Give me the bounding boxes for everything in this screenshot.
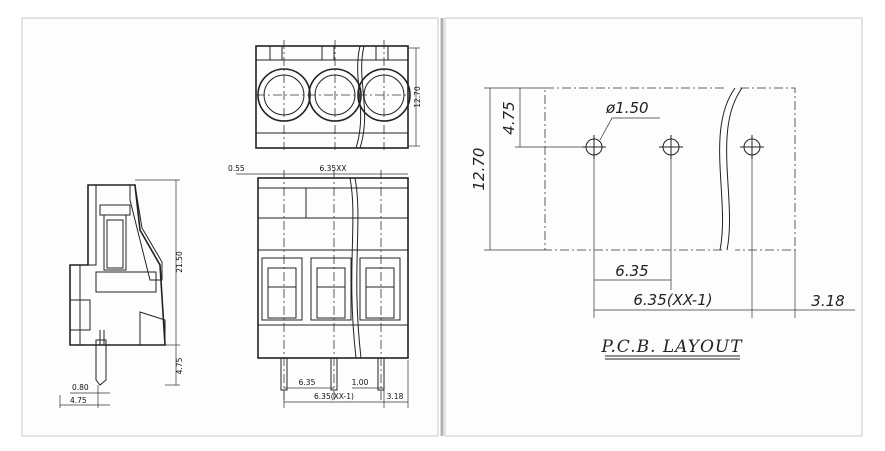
pcb-margin-label: 3.18 xyxy=(811,292,844,310)
top-view xyxy=(255,40,420,150)
front-margin-label: 3.18 xyxy=(387,392,404,401)
front-view xyxy=(236,170,409,408)
pin-width-label: 0.80 xyxy=(72,383,89,392)
pcb-height-label: 12.70 xyxy=(470,148,488,191)
pin-dia-label: 1.00 xyxy=(352,378,369,387)
top-height-label: 12.70 xyxy=(413,86,422,108)
pcb-layout-title: P.C.B. LAYOUT xyxy=(600,337,743,357)
hole-dia-label: ø1.50 xyxy=(605,99,649,117)
pitch-xx-label: 6.35XX xyxy=(320,164,347,173)
right-panel-frame xyxy=(444,17,863,437)
side-view xyxy=(59,179,180,408)
front-pitch-label: 6.35 xyxy=(299,378,316,387)
pcb-pitch-total-label: 6.35(XX-1) xyxy=(633,291,712,309)
side-height-label: 21.50 xyxy=(175,251,184,273)
left-panel-frame xyxy=(21,17,439,437)
front-pitch-total-label: 6.35(XX-1) xyxy=(314,392,354,401)
pcb-layout xyxy=(484,87,855,360)
pin-length-label: 4.75 xyxy=(175,357,184,374)
hole-offset-label: 4.75 xyxy=(500,101,518,134)
pcb-pitch-label: 6.35 xyxy=(615,262,648,280)
pin-offset-label: 4.75 xyxy=(70,396,87,405)
edge-label: 0.55 xyxy=(228,164,245,173)
